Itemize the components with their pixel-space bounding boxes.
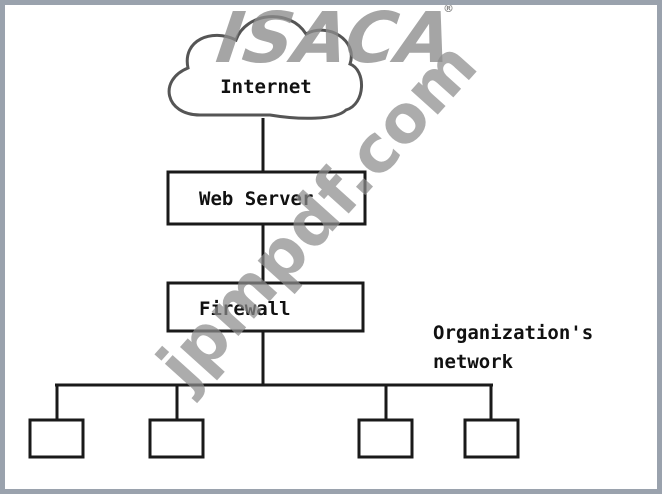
internet-label: Internet: [220, 76, 312, 98]
network-node-4: [463, 418, 520, 459]
registered-mark: ®: [443, 2, 454, 15]
web-server-box: [166, 170, 367, 226]
network-nodes: [28, 418, 520, 459]
network-label-line1: Organization's: [433, 322, 593, 344]
network-node-2: [148, 418, 205, 459]
connection-lines: [55, 118, 493, 420]
isaca-logo-watermark: ISACA: [212, 0, 457, 79]
network-node-3: [357, 418, 414, 459]
web-server-label: Web Server: [199, 188, 313, 210]
internet-cloud-shape: [167, 15, 363, 120]
network-label-line2: network: [433, 351, 514, 373]
network-node-1: [28, 418, 85, 459]
firewall-label: Firewall: [199, 298, 291, 320]
firewall-box: [166, 281, 365, 333]
